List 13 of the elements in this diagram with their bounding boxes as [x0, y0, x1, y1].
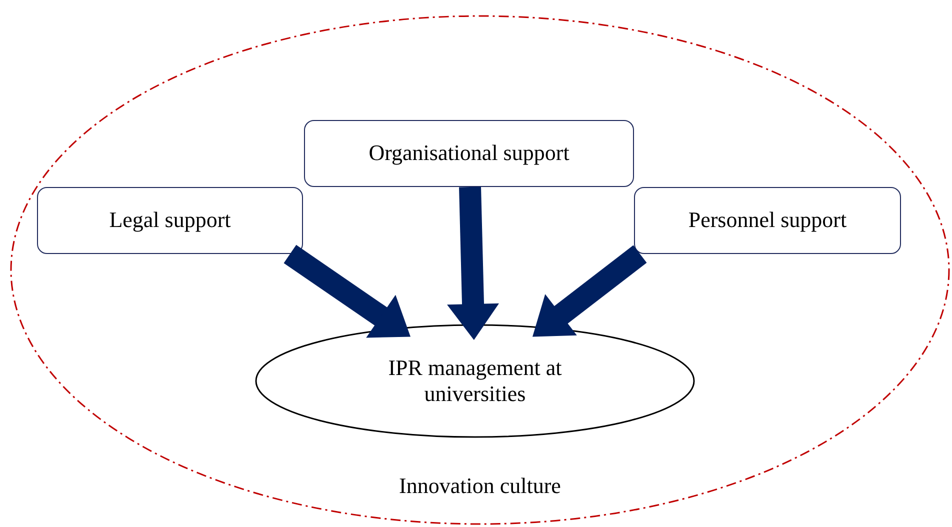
node-label: Organisational support	[368, 140, 570, 167]
node-label: Legal support	[109, 207, 231, 234]
rounded-box	[304, 120, 634, 187]
node-label: IPR management at universities	[387, 354, 563, 408]
rounded-box	[634, 187, 901, 254]
rounded-box	[37, 187, 303, 254]
block-arrow	[284, 244, 410, 338]
boundary-ellipse	[10, 15, 950, 525]
block-arrow	[447, 186, 499, 340]
node-label: Personnel support	[688, 207, 847, 234]
block-arrow	[532, 245, 647, 337]
ellipse-node	[255, 324, 695, 438]
boundary-label: Innovation culture	[398, 473, 562, 500]
